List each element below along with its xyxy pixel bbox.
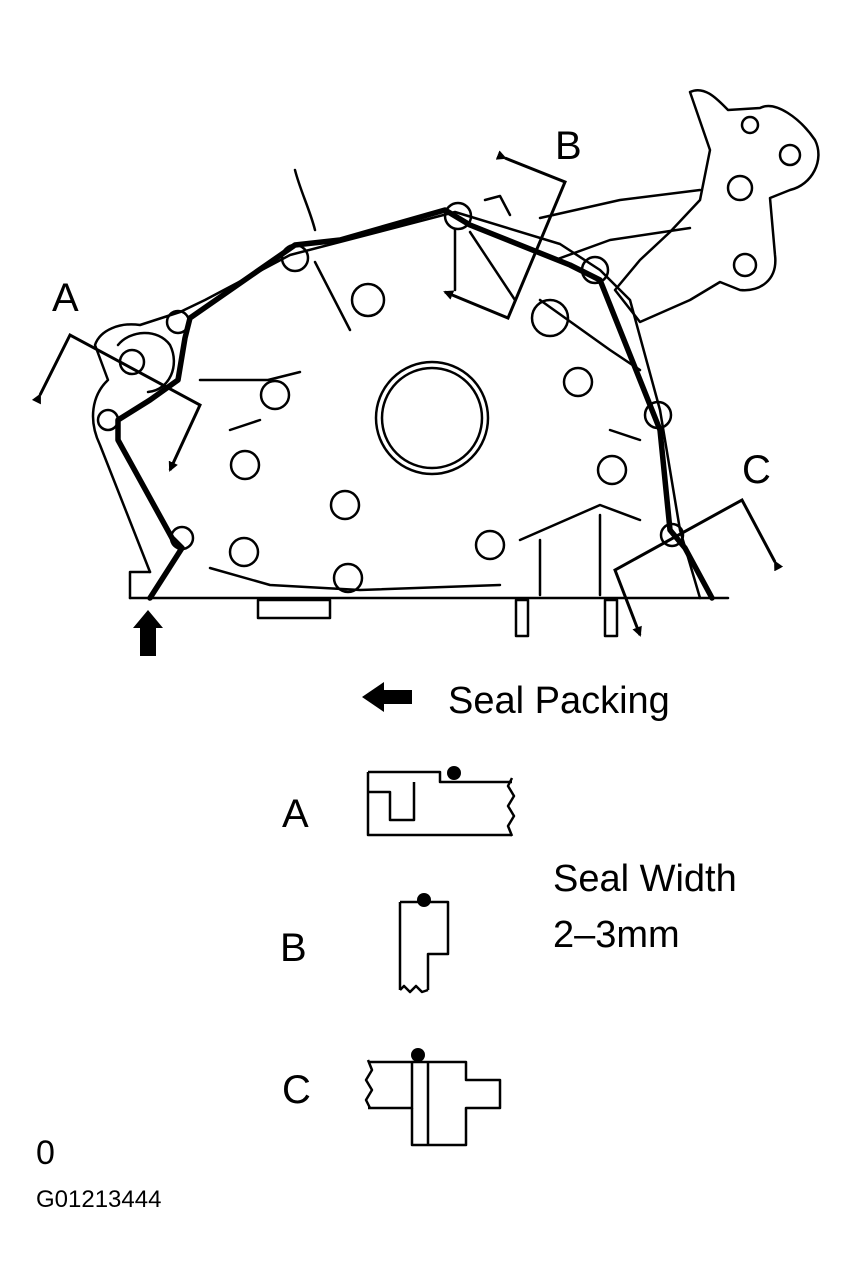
seal-width-title: Seal Width	[553, 858, 737, 900]
seal-packing-label: Seal Packing	[448, 680, 670, 722]
section-lines	[31, 150, 784, 637]
callout-c-label: C	[742, 448, 771, 492]
detail-c-section	[364, 1048, 502, 1147]
section-b-line	[443, 150, 567, 320]
seal-packing-legend-arrow	[362, 682, 412, 712]
seal-start-arrow	[133, 610, 163, 656]
figure-code: G01213444	[36, 1186, 162, 1213]
detail-c-label: C	[282, 1068, 311, 1112]
oil-pump-body	[91, 89, 820, 638]
seal-width-value: 2–3mm	[553, 914, 680, 956]
detail-b-section	[398, 893, 450, 994]
callout-b-label: B	[555, 124, 582, 168]
callout-a-label: A	[52, 276, 79, 320]
detail-b-label: B	[280, 926, 307, 970]
seal-packing-path	[115, 207, 715, 601]
section-c-line	[613, 497, 784, 637]
detail-a-label: A	[282, 792, 309, 836]
detail-a-section	[366, 766, 516, 837]
corner-mark: 0	[36, 1134, 55, 1172]
section-a-line	[31, 332, 202, 472]
